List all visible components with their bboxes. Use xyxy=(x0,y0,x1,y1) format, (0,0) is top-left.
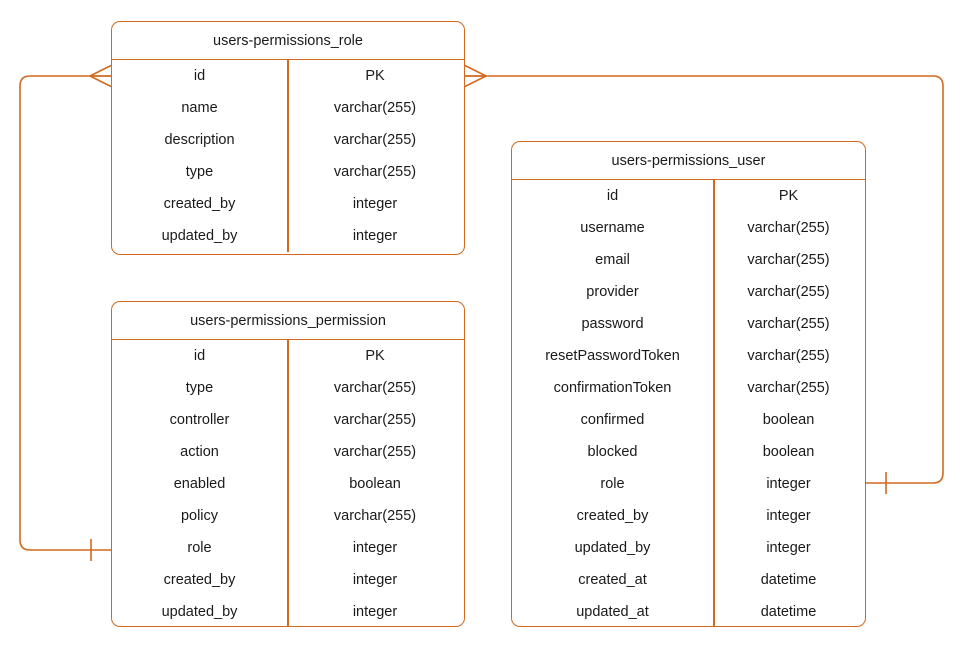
field-name: description xyxy=(164,132,235,148)
field-type: varchar(255) xyxy=(747,380,830,396)
entity-field-row: created_by integer xyxy=(112,188,464,220)
entity-field-row: updated_by integer xyxy=(112,220,464,252)
entity-field-row: id PK xyxy=(512,180,865,212)
field-type: integer xyxy=(352,540,398,556)
field-type: integer xyxy=(766,476,811,492)
field-type: varchar(255) xyxy=(333,380,417,396)
field-name: id xyxy=(193,68,206,84)
field-type: varchar(255) xyxy=(333,508,417,524)
entity-field-row: resetPasswordToken varchar(255) xyxy=(512,340,865,372)
field-type: varchar(255) xyxy=(747,252,830,268)
field-type: varchar(255) xyxy=(333,412,417,428)
entity-field-row: id PK xyxy=(112,60,464,92)
entity-field-row: blocked boolean xyxy=(512,436,865,468)
field-type: integer xyxy=(352,572,398,588)
entity-users-permissions-role[interactable]: users-permissions_role id PK name varchar(2… xyxy=(111,21,465,255)
field-name: created_by xyxy=(576,508,649,524)
field-type: varchar(255) xyxy=(747,316,830,332)
field-name: email xyxy=(595,252,630,268)
entity-field-row: password varchar(255) xyxy=(512,308,865,340)
field-name: confirmed xyxy=(580,412,645,428)
entity-field-row: updated_by integer xyxy=(512,532,865,564)
field-type: boolean xyxy=(762,444,815,460)
field-type: PK xyxy=(778,188,799,204)
entity-title: users-permissions_permission xyxy=(112,302,464,340)
field-name: created_at xyxy=(578,572,647,588)
entity-field-row: username varchar(255) xyxy=(512,212,865,244)
entity-field-row: description varchar(255) xyxy=(112,124,464,156)
entity-field-row: updated_by integer xyxy=(112,596,464,626)
field-name: enabled xyxy=(173,476,226,492)
field-name: controller xyxy=(169,412,230,428)
field-type: varchar(255) xyxy=(333,444,417,460)
field-name: blocked xyxy=(587,444,638,460)
field-type: varchar(255) xyxy=(747,220,830,236)
field-type: varchar(255) xyxy=(333,100,417,116)
field-name: updated_by xyxy=(161,604,238,620)
field-name: id xyxy=(193,348,206,364)
field-name: type xyxy=(185,380,214,396)
field-type: integer xyxy=(352,228,398,244)
field-type: integer xyxy=(766,540,811,556)
entity-field-list: id PK name varchar(255) description varchar(2… xyxy=(112,60,464,252)
entity-field-row: policy varchar(255) xyxy=(112,500,464,532)
field-name: updated_by xyxy=(574,540,651,556)
field-name: updated_at xyxy=(576,604,649,620)
entity-field-row: controller varchar(255) xyxy=(112,404,464,436)
entity-field-row: enabled boolean xyxy=(112,468,464,500)
field-type: boolean xyxy=(349,476,401,492)
field-name: resetPasswordToken xyxy=(545,348,680,364)
field-name: created_by xyxy=(163,572,236,588)
field-name: role xyxy=(187,540,212,556)
entity-field-list: id PK type varchar(255) controller varchar(25… xyxy=(112,340,464,626)
field-name: confirmationToken xyxy=(553,380,672,396)
entity-field-row: id PK xyxy=(112,340,464,372)
entity-field-row: name varchar(255) xyxy=(112,92,464,124)
field-type: integer xyxy=(352,196,398,212)
field-type: boolean xyxy=(762,412,815,428)
field-name: role xyxy=(600,476,625,492)
field-type: integer xyxy=(766,508,811,524)
crowfoot-many-marker xyxy=(464,64,487,88)
entity-field-row: email varchar(255) xyxy=(512,244,865,276)
entity-title: users-permissions_user xyxy=(512,142,865,180)
field-name: updated_by xyxy=(161,228,238,244)
entity-field-row: created_by integer xyxy=(512,500,865,532)
field-name: type xyxy=(185,164,214,180)
entity-users-permissions-user[interactable]: users-permissions_user id PK username varch… xyxy=(511,141,866,627)
field-name: username xyxy=(580,220,645,236)
entity-field-row: role integer xyxy=(512,468,865,500)
entity-field-row: created_by integer xyxy=(112,564,464,596)
field-type: PK xyxy=(365,348,385,364)
entity-title: users-permissions_role xyxy=(112,22,464,60)
entity-field-row: created_at datetime xyxy=(512,564,865,596)
field-type: varchar(255) xyxy=(747,284,830,300)
field-type: varchar(255) xyxy=(333,132,417,148)
field-type: datetime xyxy=(760,572,817,588)
field-name: name xyxy=(181,100,218,116)
entity-field-row: confirmationToken varchar(255) xyxy=(512,372,865,404)
field-type: datetime xyxy=(760,604,817,620)
entity-field-row: updated_at datetime xyxy=(512,596,865,626)
field-type: varchar(255) xyxy=(333,164,417,180)
field-name: password xyxy=(581,316,644,332)
entity-users-permissions-permission[interactable]: users-permissions_permission id PK type var… xyxy=(111,301,465,627)
field-type: integer xyxy=(352,604,398,620)
field-name: policy xyxy=(180,508,219,524)
field-name: created_by xyxy=(163,196,236,212)
field-name: action xyxy=(180,444,219,460)
field-type: PK xyxy=(365,68,385,84)
entity-field-row: role integer xyxy=(112,532,464,564)
entity-field-row: action varchar(255) xyxy=(112,436,464,468)
entity-field-list: id PK username varchar(255) email varchar(255… xyxy=(512,180,865,626)
entity-field-row: type varchar(255) xyxy=(112,156,464,188)
entity-field-row: provider varchar(255) xyxy=(512,276,865,308)
crowfoot-many-marker xyxy=(89,64,112,88)
relationship-line-role-to-permission xyxy=(19,75,111,551)
field-name: provider xyxy=(586,284,639,300)
entity-field-row: type varchar(255) xyxy=(112,372,464,404)
field-type: varchar(255) xyxy=(747,348,830,364)
field-name: id xyxy=(606,188,619,204)
entity-field-row: confirmed boolean xyxy=(512,404,865,436)
